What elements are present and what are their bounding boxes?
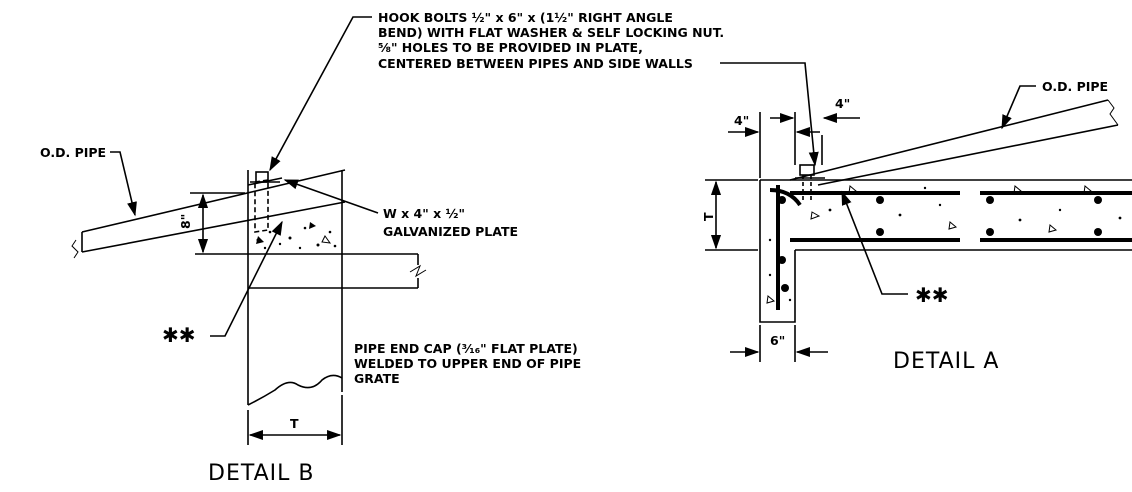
plate-note-line1: W x 4" x ½" [383, 206, 465, 221]
detail-a-concrete [766, 185, 1122, 304]
detail-a-stars-leader [841, 190, 908, 295]
hook-bolts-note-line2: BEND) WITH FLAT WASHER & SELF LOCKING NU… [378, 25, 724, 40]
detail-b-wall-break [247, 374, 343, 406]
endcap-note-line2: WELDED TO UPPER END OF PIPE [354, 356, 581, 371]
plate-note-leader [283, 179, 379, 214]
endcap-note: PIPE END CAP (³⁄₁₆" FLAT PLATE) WELDED T… [354, 341, 581, 386]
detail-a-dim-t-label: T [701, 212, 716, 221]
detail-b-hook-bolt [254, 179, 269, 233]
detail-a-dim-6-label: 6" [770, 333, 785, 348]
detail-a-od-pipe-label: O.D. PIPE [1042, 79, 1108, 94]
detail-b-pipe-bottom [81, 201, 346, 253]
detail-b-dim-8-label: 8" [178, 214, 193, 229]
detail-a-stars: ✱✱ [915, 283, 949, 307]
detail-b-pipe-break [71, 239, 79, 259]
detail-b-dim-t-label: T [290, 416, 299, 431]
detail-a-od-pipe-leader [1001, 85, 1036, 130]
detail-a-dim-4-left-label: 4" [734, 113, 749, 128]
detail-b-concrete [256, 222, 337, 250]
plate-note: W x 4" x ½" GALVANIZED PLATE [383, 206, 518, 239]
detail-a-pipe-top [789, 99, 1109, 181]
detail-a-title: DETAIL A [893, 349, 999, 374]
detail-b-od-pipe-label: O.D. PIPE [40, 145, 106, 160]
detail-a-pipe-bottom [817, 124, 1119, 186]
detail-a-pipe-break [1107, 99, 1119, 126]
hook-bolts-leader-b [269, 16, 372, 172]
detail-b-od-pipe-leader [110, 151, 137, 217]
detail-b: 8" T O.D. PIPE ✱✱ DETAIL B [40, 145, 427, 486]
detail-a: 4" 4" T 6" O.D. PIPE ✱✱ DETAIL A [701, 79, 1132, 374]
detail-a-rebar-dots [778, 196, 1102, 292]
hook-bolts-note-line4: CENTERED BETWEEN PIPES AND SIDE WALLS [378, 56, 693, 71]
plate-note-line2: GALVANIZED PLATE [383, 224, 518, 239]
detail-b-stars-leader [210, 220, 283, 337]
hook-bolts-note: HOOK BOLTS ½" x 6" x (1½" RIGHT ANGLE BE… [378, 10, 724, 71]
hook-bolts-note-line1: HOOK BOLTS ½" x 6" x (1½" RIGHT ANGLE [378, 10, 673, 25]
detail-b-stars: ✱✱ [162, 323, 196, 347]
detail-a-nut [799, 164, 815, 176]
endcap-note-line1: PIPE END CAP (³⁄₁₆" FLAT PLATE) [354, 341, 578, 356]
detail-b-slab-break [409, 264, 427, 278]
hook-bolts-leader-a [720, 62, 819, 167]
hook-bolts-note-line3: ⅝" HOLES TO BE PROVIDED IN PLATE, [378, 40, 643, 55]
endcap-note-line3: GRATE [354, 371, 400, 386]
detail-b-pipe-top [81, 169, 346, 233]
detail-a-dim-4-right-label: 4" [835, 96, 850, 111]
detail-a-wall [759, 180, 796, 323]
detail-b-title: DETAIL B [208, 461, 314, 486]
